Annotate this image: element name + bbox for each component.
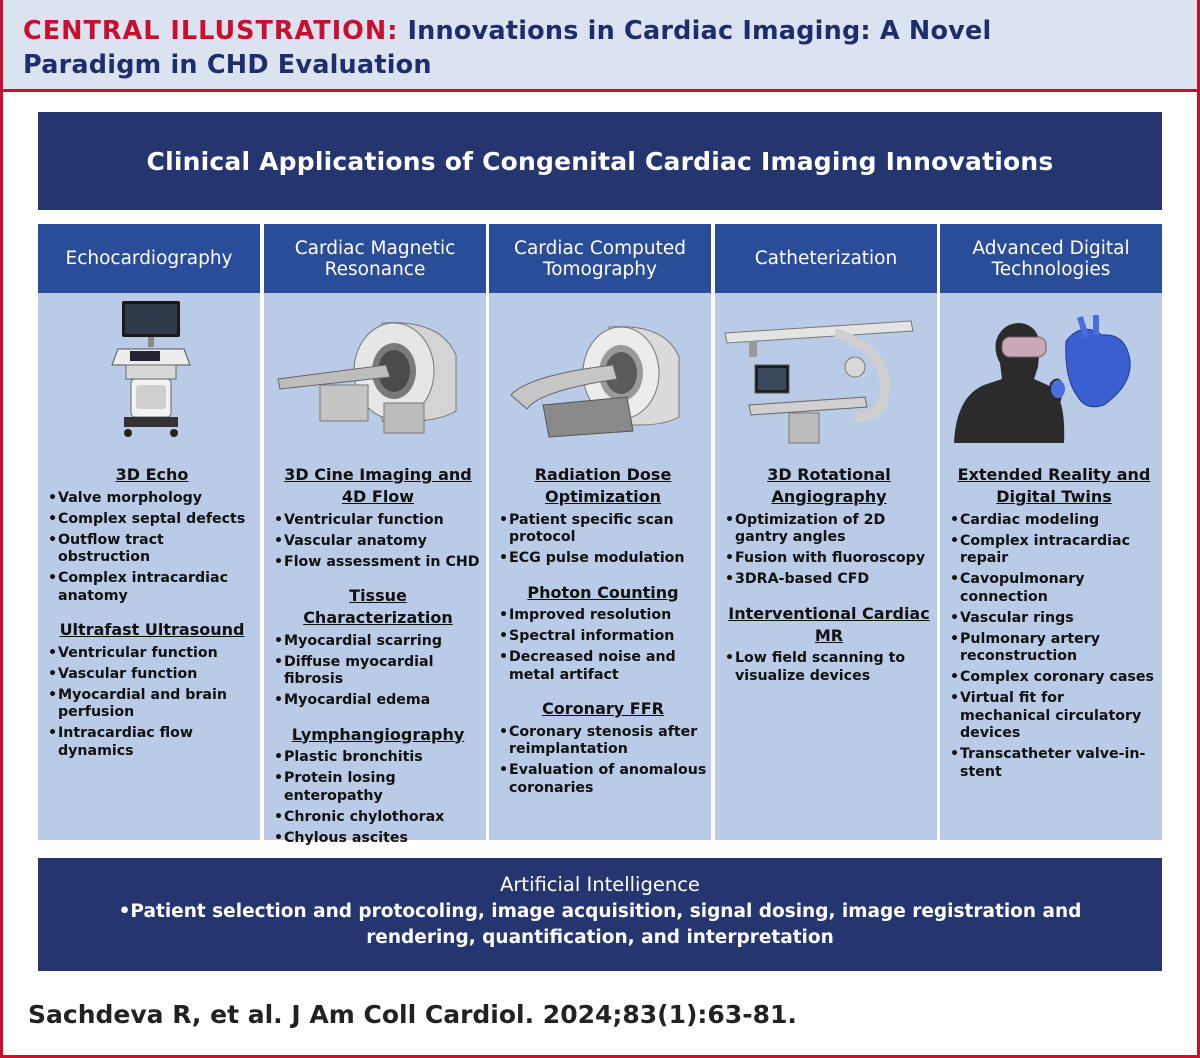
list-item: Chylous ascites xyxy=(274,830,482,848)
ct-scanner-icon xyxy=(489,293,711,464)
list-item: Spectral information xyxy=(499,628,707,646)
section-title: Ultrafast Ultrasound xyxy=(59,620,245,639)
section-extended-reality-digital-twins: Extended Reality and Digital Twins Cardi… xyxy=(950,464,1158,781)
ai-description: •Patient selection and protocoling, imag… xyxy=(118,901,1082,948)
list-item: Patient specific scan protocol xyxy=(499,512,707,547)
list-item: Evaluation of anomalous coronaries xyxy=(499,762,707,797)
section-lymphangiography: Lymphangiography Plastic bronchitis Prot… xyxy=(274,724,482,848)
list-item: Vascular function xyxy=(48,666,256,684)
list-item: Protein losing enteropathy xyxy=(274,770,482,805)
ai-title: Artificial Intelligence xyxy=(500,873,700,896)
list-item: Pulmonary artery reconstruction xyxy=(950,631,1158,666)
column-title: Cardiac Computed Tomography xyxy=(489,224,711,293)
section-title: 3D Echo xyxy=(115,465,189,484)
list-item: Outflow tract obstruction xyxy=(48,532,256,567)
clinical-applications-banner: Clinical Applications of Congenital Card… xyxy=(38,112,1162,210)
ultrasound-machine-icon xyxy=(38,293,260,464)
column-echocardiography: Echocardiography 3D Echo Valve morpholog… xyxy=(38,224,260,840)
list-item: Vascular anatomy xyxy=(274,533,482,551)
list-item: Intracardiac flow dynamics xyxy=(48,725,256,760)
list-item: Virtual fit for mechanical circulatory d… xyxy=(950,690,1158,743)
list-item: Coronary stenosis after reimplantation xyxy=(499,724,707,759)
section-3d-echo: 3D Echo Valve morphology Complex septal … xyxy=(48,464,256,605)
list-item: Cavopulmonary connection xyxy=(950,571,1158,606)
mri-scanner-icon xyxy=(264,293,486,464)
figure-title-line1: Innovations in Cardiac Imaging: A Novel xyxy=(407,16,992,46)
list-item: Transcatheter valve-in-stent xyxy=(950,746,1158,781)
section-radiation-dose-optimization: Radiation Dose Optimization Patient spec… xyxy=(499,464,707,568)
section-title: Photon Counting xyxy=(527,582,679,602)
list-item: Optimization of 2D gantry angles xyxy=(725,512,933,547)
list-item: Diffuse myocardial fibrosis xyxy=(274,654,482,689)
list-item: Myocardial and brain perfusion xyxy=(48,687,256,722)
column-title: Advanced Digital Technologies xyxy=(940,224,1162,293)
section-interventional-cardiac-mr: Interventional Cardiac MR Low field scan… xyxy=(725,603,933,686)
column-advanced-digital-technologies: Advanced Digital Technologies Extended R… xyxy=(940,224,1162,840)
section-coronary-ffr: Coronary FFR Coronary stenosis after rei… xyxy=(499,698,707,797)
artificial-intelligence-box: Artificial Intelligence •Patient selecti… xyxy=(38,858,1162,971)
section-title: Interventional Cardiac MR xyxy=(728,603,930,645)
list-item: Complex intracardiac anatomy xyxy=(48,570,256,605)
section-title: 3D Rotational Angiography xyxy=(767,465,891,506)
section-3d-rotational-angiography: 3D Rotational Angiography Optimization o… xyxy=(725,464,933,589)
section-title: 3D Cine Imaging and 4D Flow xyxy=(284,465,472,506)
list-item: Ventricular function xyxy=(274,512,482,530)
list-item: Plastic bronchitis xyxy=(274,749,482,767)
section-tissue-characterization: Tissue Characterization Myocardial scarr… xyxy=(274,585,482,710)
section-photon-counting: Photon Counting Improved resolution Spec… xyxy=(499,582,707,685)
column-cardiac-computed-tomography: Cardiac Computed Tomography Radiation Do… xyxy=(489,224,711,840)
section-title: Lymphangiography xyxy=(291,724,465,744)
central-illustration-label: CENTRAL ILLUSTRATION: xyxy=(23,16,399,46)
list-item: Ventricular function xyxy=(48,645,256,663)
section-title: Coronary FFR xyxy=(542,699,664,718)
column-catheterization: Catheterization 3D Rotational Angiograph… xyxy=(715,224,937,840)
list-item: Myocardial scarring xyxy=(274,633,482,651)
section-3d-cine-4d-flow: 3D Cine Imaging and 4D Flow Ventricular … xyxy=(274,464,482,571)
list-item: Myocardial edema xyxy=(274,692,482,710)
list-item: Chronic chylothorax xyxy=(274,809,482,827)
list-item: Flow assessment in CHD xyxy=(274,554,482,572)
angiography-system-icon xyxy=(715,293,937,464)
vr-headset-heart-icon xyxy=(940,293,1162,464)
figure-title-line2: Paradigm in CHD Evaluation xyxy=(23,50,432,80)
list-item: Complex intracardiac repair xyxy=(950,533,1158,568)
list-item: Improved resolution xyxy=(499,607,707,625)
list-item: Cardiac modeling xyxy=(950,512,1158,530)
citation: Sachdeva R, et al. J Am Coll Cardiol. 20… xyxy=(28,1000,797,1029)
list-item: Low field scanning to visualize devices xyxy=(725,650,933,685)
list-item: Complex coronary cases xyxy=(950,669,1158,687)
list-item: Vascular rings xyxy=(950,610,1158,628)
column-title: Catheterization xyxy=(715,224,937,293)
column-cardiac-magnetic-resonance: Cardiac Magnetic Resonance 3D Cine Imagi… xyxy=(264,224,486,847)
list-item: 3DRA-based CFD xyxy=(725,571,933,589)
list-item: Complex septal defects xyxy=(48,511,256,529)
list-item: Fusion with fluoroscopy xyxy=(725,550,933,568)
figure-header: CENTRAL ILLUSTRATION: Innovations in Car… xyxy=(3,0,1197,92)
section-title: Tissue Characterization xyxy=(303,586,453,627)
list-item: ECG pulse modulation xyxy=(499,550,707,568)
section-ultrafast-ultrasound: Ultrafast Ultrasound Ventricular functio… xyxy=(48,619,256,760)
list-item: Decreased noise and metal artifact xyxy=(499,649,707,684)
column-title: Echocardiography xyxy=(38,224,260,293)
column-title: Cardiac Magnetic Resonance xyxy=(264,224,486,293)
section-title: Radiation Dose Optimization xyxy=(534,465,672,506)
section-title: Extended Reality and Digital Twins xyxy=(957,465,1151,506)
list-item: Valve morphology xyxy=(48,490,256,508)
